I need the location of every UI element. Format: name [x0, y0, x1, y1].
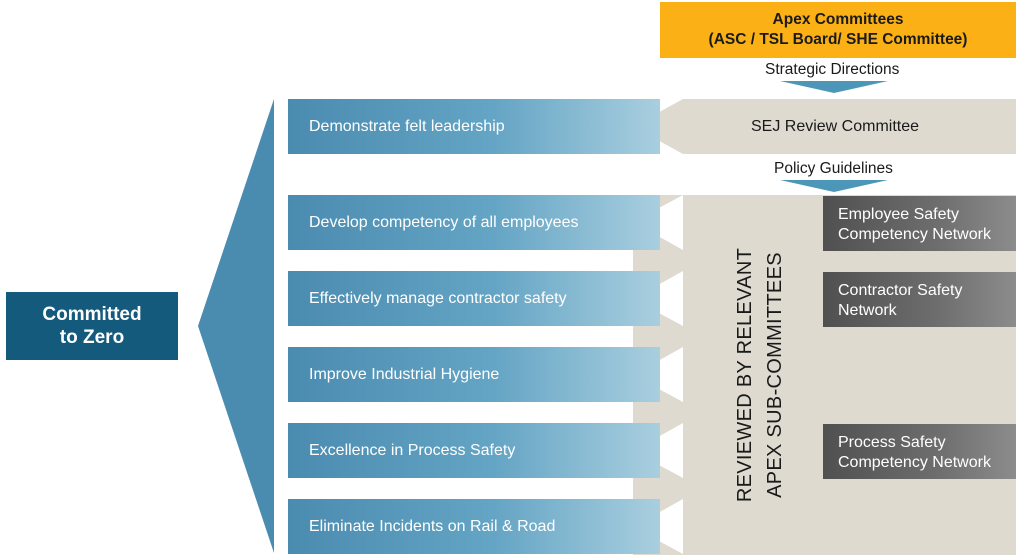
goal-row: Improve Industrial Hygiene	[288, 347, 660, 402]
goal-label: Demonstrate felt leadership	[309, 117, 505, 135]
review-line1: REVIEWED BY RELEVANT	[734, 247, 756, 503]
review-line2: APEX SUB-COMMITTEES	[764, 252, 786, 498]
apex-committees-box: Apex Committees (ASC / TSL Board/ SHE Co…	[660, 2, 1016, 58]
network-line1: Contractor Safety	[838, 282, 963, 299]
goal-row: Eliminate Incidents on Rail & Road	[288, 499, 660, 554]
network-line1: Process Safety	[838, 434, 946, 451]
network-line2: Network	[838, 302, 897, 319]
chevron-triangle	[198, 99, 274, 553]
goal-row: Effectively manage contractor safety	[288, 271, 660, 326]
sej-review-panel	[633, 99, 1016, 154]
network-box: Employee Safety Competency Network	[823, 196, 1016, 251]
goal-row: Excellence in Process Safety	[288, 423, 660, 478]
strategic-directions-arrow	[780, 81, 888, 93]
policy-guidelines-label: Policy Guidelines	[774, 160, 893, 177]
network-line2: Competency Network	[838, 454, 991, 471]
network-line1: Employee Safety	[838, 206, 959, 223]
apex-title-line1: Apex Committees	[772, 11, 904, 28]
review-panel	[633, 195, 1016, 555]
apex-title-line2: (ASC / TSL Board/ SHE Committee)	[708, 31, 968, 48]
goal-label: Develop competency of all employees	[309, 213, 579, 231]
goal-label: Improve Industrial Hygiene	[309, 365, 500, 383]
goal-label: Effectively manage contractor safety	[309, 289, 567, 307]
committed-to-zero-box: Committed to Zero	[6, 292, 178, 360]
goal-row: Demonstrate felt leadership	[288, 99, 660, 154]
goal-label: Eliminate Incidents on Rail & Road	[309, 517, 556, 535]
network-box: Contractor Safety Network	[823, 272, 1016, 327]
hub-line2: to Zero	[59, 327, 125, 348]
strategic-directions-label: Strategic Directions	[765, 61, 900, 78]
policy-guidelines-arrow	[780, 180, 888, 192]
goal-row: Develop competency of all employees	[288, 195, 660, 250]
goal-label: Excellence in Process Safety	[309, 441, 516, 459]
sej-review-committee-label: SEJ Review Committee	[750, 118, 920, 135]
network-box: Process Safety Competency Network	[823, 424, 1016, 479]
hub-line1: Committed	[42, 304, 142, 325]
network-line2: Competency Network	[838, 226, 991, 243]
